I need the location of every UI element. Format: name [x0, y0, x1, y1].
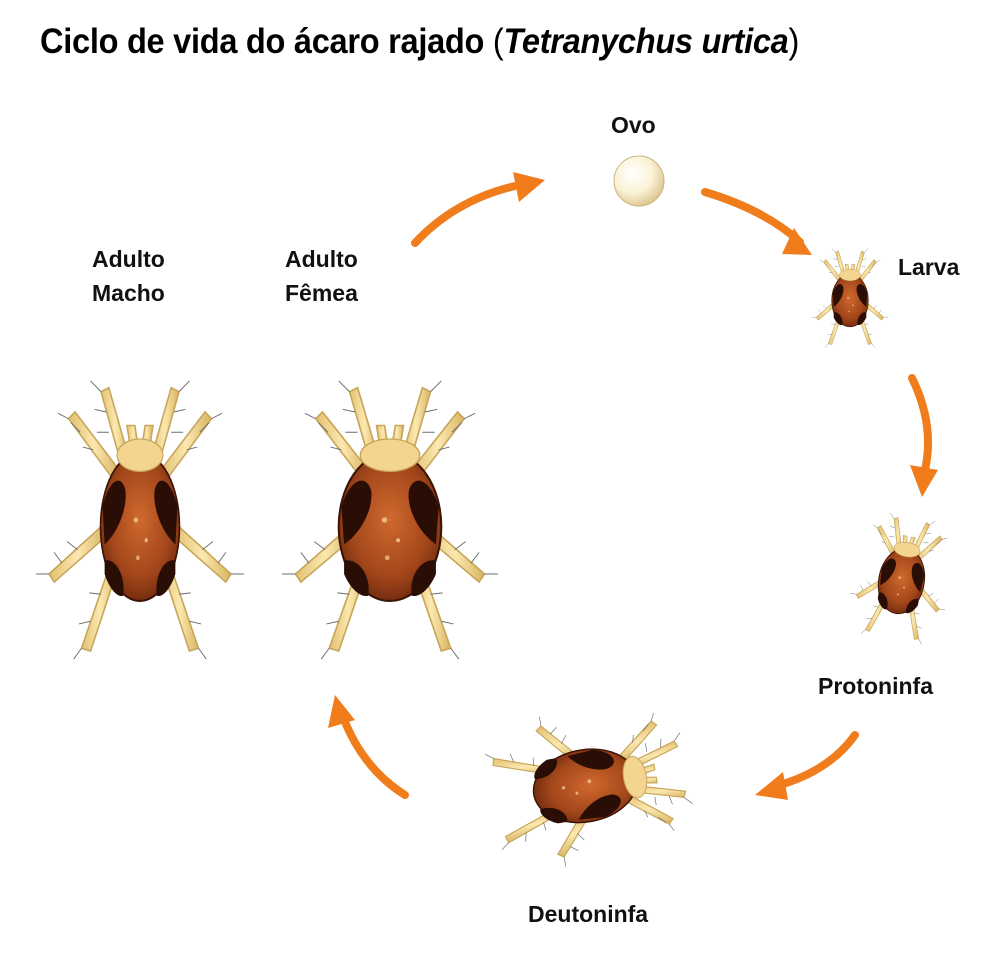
stage-label: Macho: [92, 276, 165, 310]
stage-label: Larva: [898, 250, 959, 284]
label-protonymph: Protoninfa: [818, 669, 933, 703]
cycle-arrow-icon: [780, 735, 855, 785]
cycle-arrow-icon: [513, 172, 545, 202]
cycle-arrow-icon: [328, 695, 355, 728]
label-larva: Larva: [898, 250, 959, 284]
stage-label: Adulto: [92, 242, 165, 276]
stage-label: Fêmea: [285, 276, 358, 310]
stage-label: Deutoninfa: [528, 897, 648, 931]
mite-icon: [282, 381, 498, 659]
stage-label: Protoninfa: [818, 669, 933, 703]
label-deutonymph: Deutoninfa: [528, 897, 648, 931]
label-egg: Ovo: [611, 108, 656, 142]
egg-icon: [614, 156, 664, 206]
cycle-arrow-icon: [910, 465, 938, 497]
cycle-arrow-icon: [755, 772, 788, 800]
mite-icon: [36, 381, 244, 659]
cycle-arrow-icon: [345, 722, 405, 795]
mite-icon: [844, 509, 960, 647]
cycle-arrow-icon: [415, 186, 515, 243]
stage-label: Adulto: [285, 242, 358, 276]
mite-icon: [812, 249, 889, 348]
mite-icon: [480, 693, 699, 877]
stage-label: Ovo: [611, 108, 656, 142]
label-adult-male: Adulto Macho: [92, 242, 165, 310]
cycle-arrow-icon: [705, 192, 800, 242]
cycle-arrow-icon: [912, 378, 928, 470]
label-adult-female: Adulto Fêmea: [285, 242, 358, 310]
